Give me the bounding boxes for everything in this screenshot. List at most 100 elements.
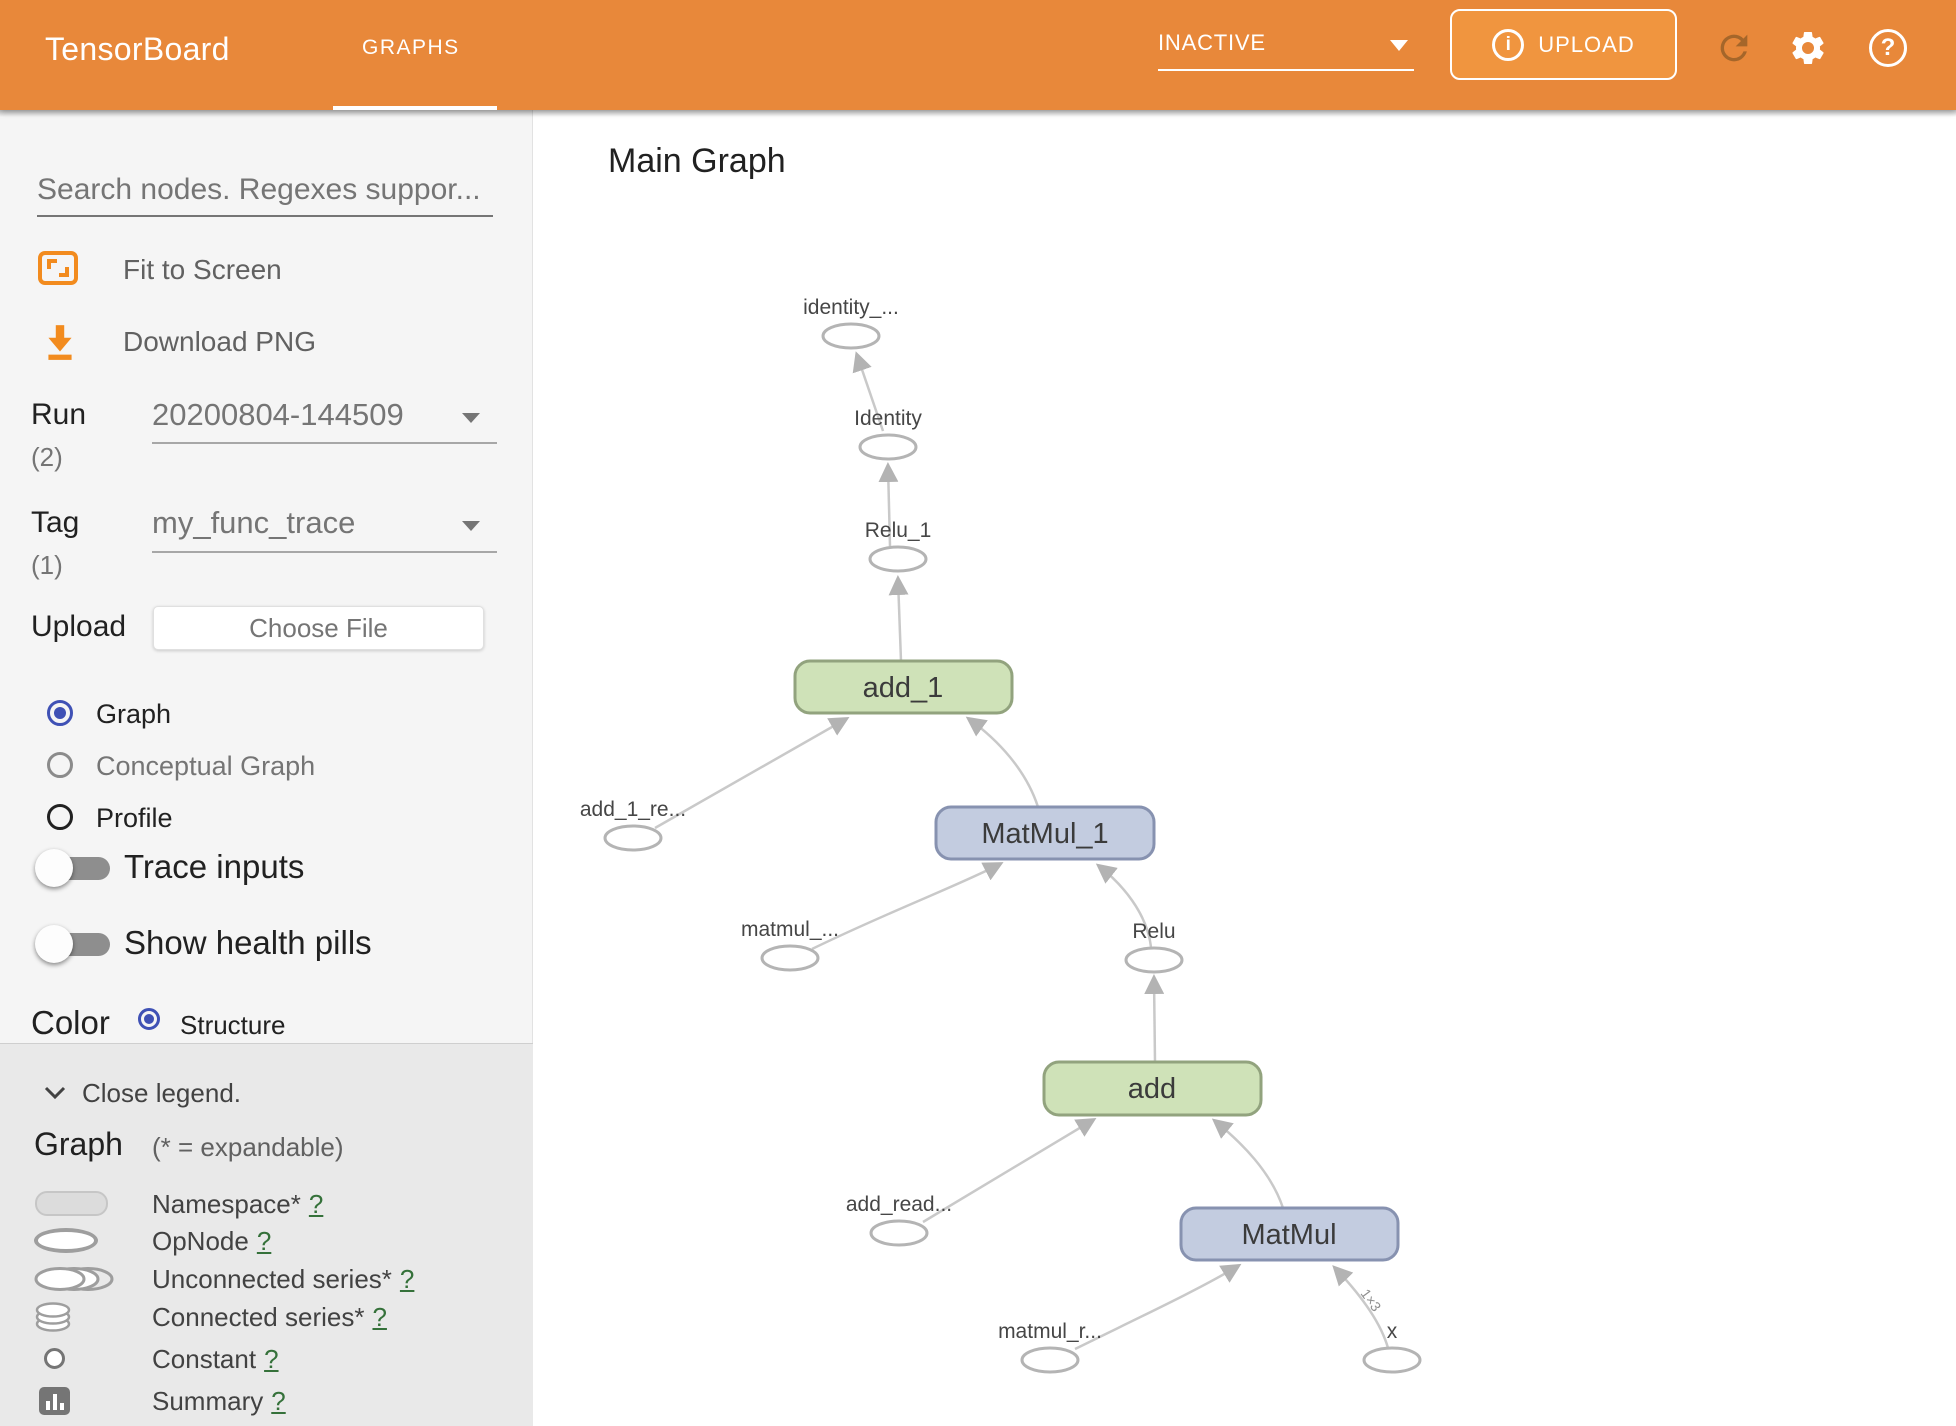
refresh-icon [1720,34,1748,62]
node-relu-1[interactable]: Relu_1 [865,519,932,573]
unconnected-series-icon [34,1267,114,1291]
help-link[interactable]: ? [264,1344,279,1374]
fit-to-screen-icon [38,251,78,285]
close-legend-button[interactable]: Close legend. [0,1072,533,1116]
edge-relu-to-matmul1 [1095,863,1153,948]
edge-matmul1-to-add1 [965,716,1040,808]
node-relu[interactable]: Relu [1124,920,1184,974]
edge-identity-to-identityout [852,351,885,432]
opnode-icon [34,1228,98,1253]
radio-selected-icon [47,700,73,726]
edge-add-to-relu [1144,974,1165,1063]
download-png-button[interactable]: Download PNG [0,314,533,370]
node-label: add [1128,1073,1176,1105]
color-by-row: Color Structure [0,996,533,1056]
main-graph-svg[interactable]: 1×3 add_1 MatMul_1 add MatMul [533,110,1956,1426]
node-label: MatMul_1 [981,818,1108,850]
app-title: TensorBoard [45,31,230,67]
edge-matmulr-to-matmul [1074,1263,1242,1351]
bar-chart-glyph [60,1403,64,1410]
trace-inputs-toggle[interactable] [35,849,145,887]
node-label: Relu [1132,920,1175,943]
tab-graphs[interactable]: GRAPHS [362,36,460,59]
legend-subtitle: (* = expandable) [152,1132,344,1162]
node-matmul-read[interactable]: matmul_... [741,918,839,972]
node-matmul-1[interactable]: MatMul_1 [934,805,1156,861]
legend-title: Graph [34,1126,123,1162]
node-add-read[interactable]: add_read... [846,1193,952,1247]
fit-to-screen-button[interactable]: Fit to Screen [0,242,533,298]
radio-conceptual-graph[interactable]: Conceptual Graph [0,739,533,791]
help-link[interactable]: ? [271,1386,286,1416]
bar-chart-glyph [46,1401,50,1410]
help-button[interactable]: ? [1866,26,1910,70]
upload-label: Upload [31,610,127,643]
trace-inputs-row: Trace inputs [0,843,533,903]
show-health-pills-row: Show health pills [0,919,533,979]
toggle-thumb [35,849,73,887]
radio-profile[interactable]: Profile [0,791,533,843]
constant-icon [44,1348,65,1369]
sidebar: Fit to Screen Download PNG Run (2) 20200… [0,110,533,1426]
summary-icon [39,1387,70,1415]
legend-item-label: Constant [152,1344,257,1374]
node-label: add_1_re... [580,798,686,821]
node-add[interactable]: add [1042,1060,1263,1117]
toggle-thumb [35,925,73,963]
run-dropdown-value: 20200804-144509 [152,397,404,432]
node-identity-output[interactable]: identity_... [803,296,899,350]
download-png-label: Download PNG [123,326,316,357]
node-label: matmul_r... [998,1320,1102,1343]
node-matmul[interactable]: MatMul [1179,1206,1400,1262]
node-matmul-r-read[interactable]: matmul_r... [998,1320,1102,1374]
help-link[interactable]: ? [256,1226,272,1256]
radio-graph[interactable]: Graph [0,687,533,739]
run-dropdown-underline [152,442,497,444]
help-link[interactable]: ? [308,1189,324,1219]
io-nodes: identity_... Identity Relu_1 add_1_re...… [580,296,1422,1374]
node-label: Identity [854,407,922,430]
node-add-1[interactable]: add_1 [793,659,1014,715]
connected-series-icon [35,1302,71,1332]
node-add-1-read[interactable]: add_1_re... [580,798,686,852]
info-icon: i [1492,28,1525,61]
node-x[interactable]: x [1362,1320,1422,1374]
tag-dropdown-underline [152,551,497,553]
color-label: Color [31,1004,110,1041]
chevron-down-icon [462,413,480,423]
settings-button[interactable] [1786,26,1830,70]
edge-add1-to-relu1 [888,575,909,662]
show-health-pills-toggle[interactable] [35,925,145,963]
radio-structure[interactable] [138,1008,160,1030]
refresh-button[interactable] [1712,26,1756,70]
trace-inputs-label: Trace inputs [124,848,305,885]
legend-item-label: Namespace* [152,1189,301,1219]
run-count: (2) [31,442,63,472]
status-dropdown[interactable]: INACTIVE [1158,0,1414,110]
status-dropdown-value: INACTIVE [1158,30,1266,55]
bar-chart-glyph [53,1394,57,1410]
radio-unselected-icon [47,752,73,778]
tag-dropdown[interactable]: my_func_trace [152,503,497,553]
node-label: Relu_1 [865,519,932,542]
tag-count: (1) [31,550,63,580]
legend-item-label: Connected series* [152,1302,365,1332]
tag-dropdown-value: my_func_trace [152,505,356,540]
app-header: TensorBoard GRAPHS INACTIVE i UPLOAD ? [0,0,1956,110]
gear-icon [1792,31,1824,65]
legend-item-unconnected-series: Unconnected series*? [152,1264,414,1295]
upload-button[interactable]: i UPLOAD [1450,9,1677,80]
search-input[interactable] [37,165,493,217]
edge-matmul-read-to-matmul1 [811,862,1004,951]
help-link[interactable]: ? [399,1264,415,1294]
status-dropdown-underline [1158,69,1414,71]
choose-file-button[interactable]: Choose File [153,606,484,650]
node-label: matmul_... [741,918,839,941]
close-legend-label: Close legend. [82,1078,241,1108]
chevron-down-icon [44,1086,66,1100]
color-structure-label: Structure [180,1010,286,1040]
run-dropdown[interactable]: 20200804-144509 [152,395,497,445]
node-identity[interactable]: Identity [854,407,922,461]
help-link[interactable]: ? [372,1302,387,1332]
